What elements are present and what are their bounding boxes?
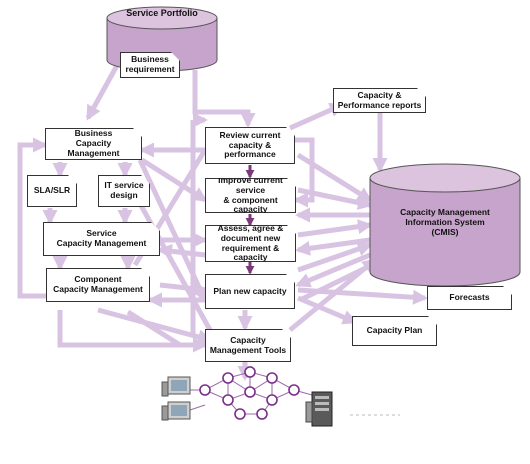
- capacity-plan-doc[interactable]: Capacity Plan: [352, 316, 437, 346]
- network-node: [234, 408, 246, 420]
- monitor-icon: [161, 376, 191, 397]
- business-requirement-doc[interactable]: Business requirement: [120, 52, 180, 78]
- component-capacity-management-box[interactable]: Component Capacity Management: [46, 268, 150, 302]
- network-node: [199, 384, 211, 396]
- cmis-label: Capacity Management Information System (…: [400, 207, 490, 237]
- network-node: [244, 366, 256, 378]
- cmis-database: [369, 163, 521, 287]
- network-node: [266, 394, 278, 406]
- service-capacity-management-box[interactable]: Service Capacity Management: [43, 222, 160, 256]
- sla-slr-box[interactable]: SLA/SLR: [27, 175, 77, 207]
- business-capacity-management-box[interactable]: Business Capacity Management: [45, 128, 142, 160]
- network-node: [222, 372, 234, 384]
- monitor-icon: [161, 401, 191, 421]
- capacity-performance-reports-doc[interactable]: Capacity & Performance reports: [333, 88, 426, 113]
- capacity-management-tools-box[interactable]: Capacity Management Tools: [205, 329, 291, 362]
- server-rack-icon: [305, 391, 333, 427]
- assess-agree-document-box[interactable]: Assess, agree & document new requirement…: [205, 225, 296, 262]
- plan-new-capacity-box[interactable]: Plan new capacity: [205, 274, 295, 309]
- network-node: [244, 386, 256, 398]
- network-node: [288, 384, 300, 396]
- review-capacity-performance-box[interactable]: Review current capacity & performance: [205, 127, 295, 164]
- it-service-design-box[interactable]: IT service design: [98, 175, 150, 207]
- improve-service-component-box[interactable]: Improve current service & component capa…: [205, 178, 296, 213]
- tools-network: [189, 366, 313, 420]
- network-node: [256, 408, 268, 420]
- forecasts-doc[interactable]: Forecasts: [427, 286, 512, 310]
- service-portfolio-label: Service Portfolio: [126, 8, 198, 18]
- connector-arrows: [17, 58, 428, 381]
- network-node: [222, 394, 234, 406]
- network-node: [266, 372, 278, 384]
